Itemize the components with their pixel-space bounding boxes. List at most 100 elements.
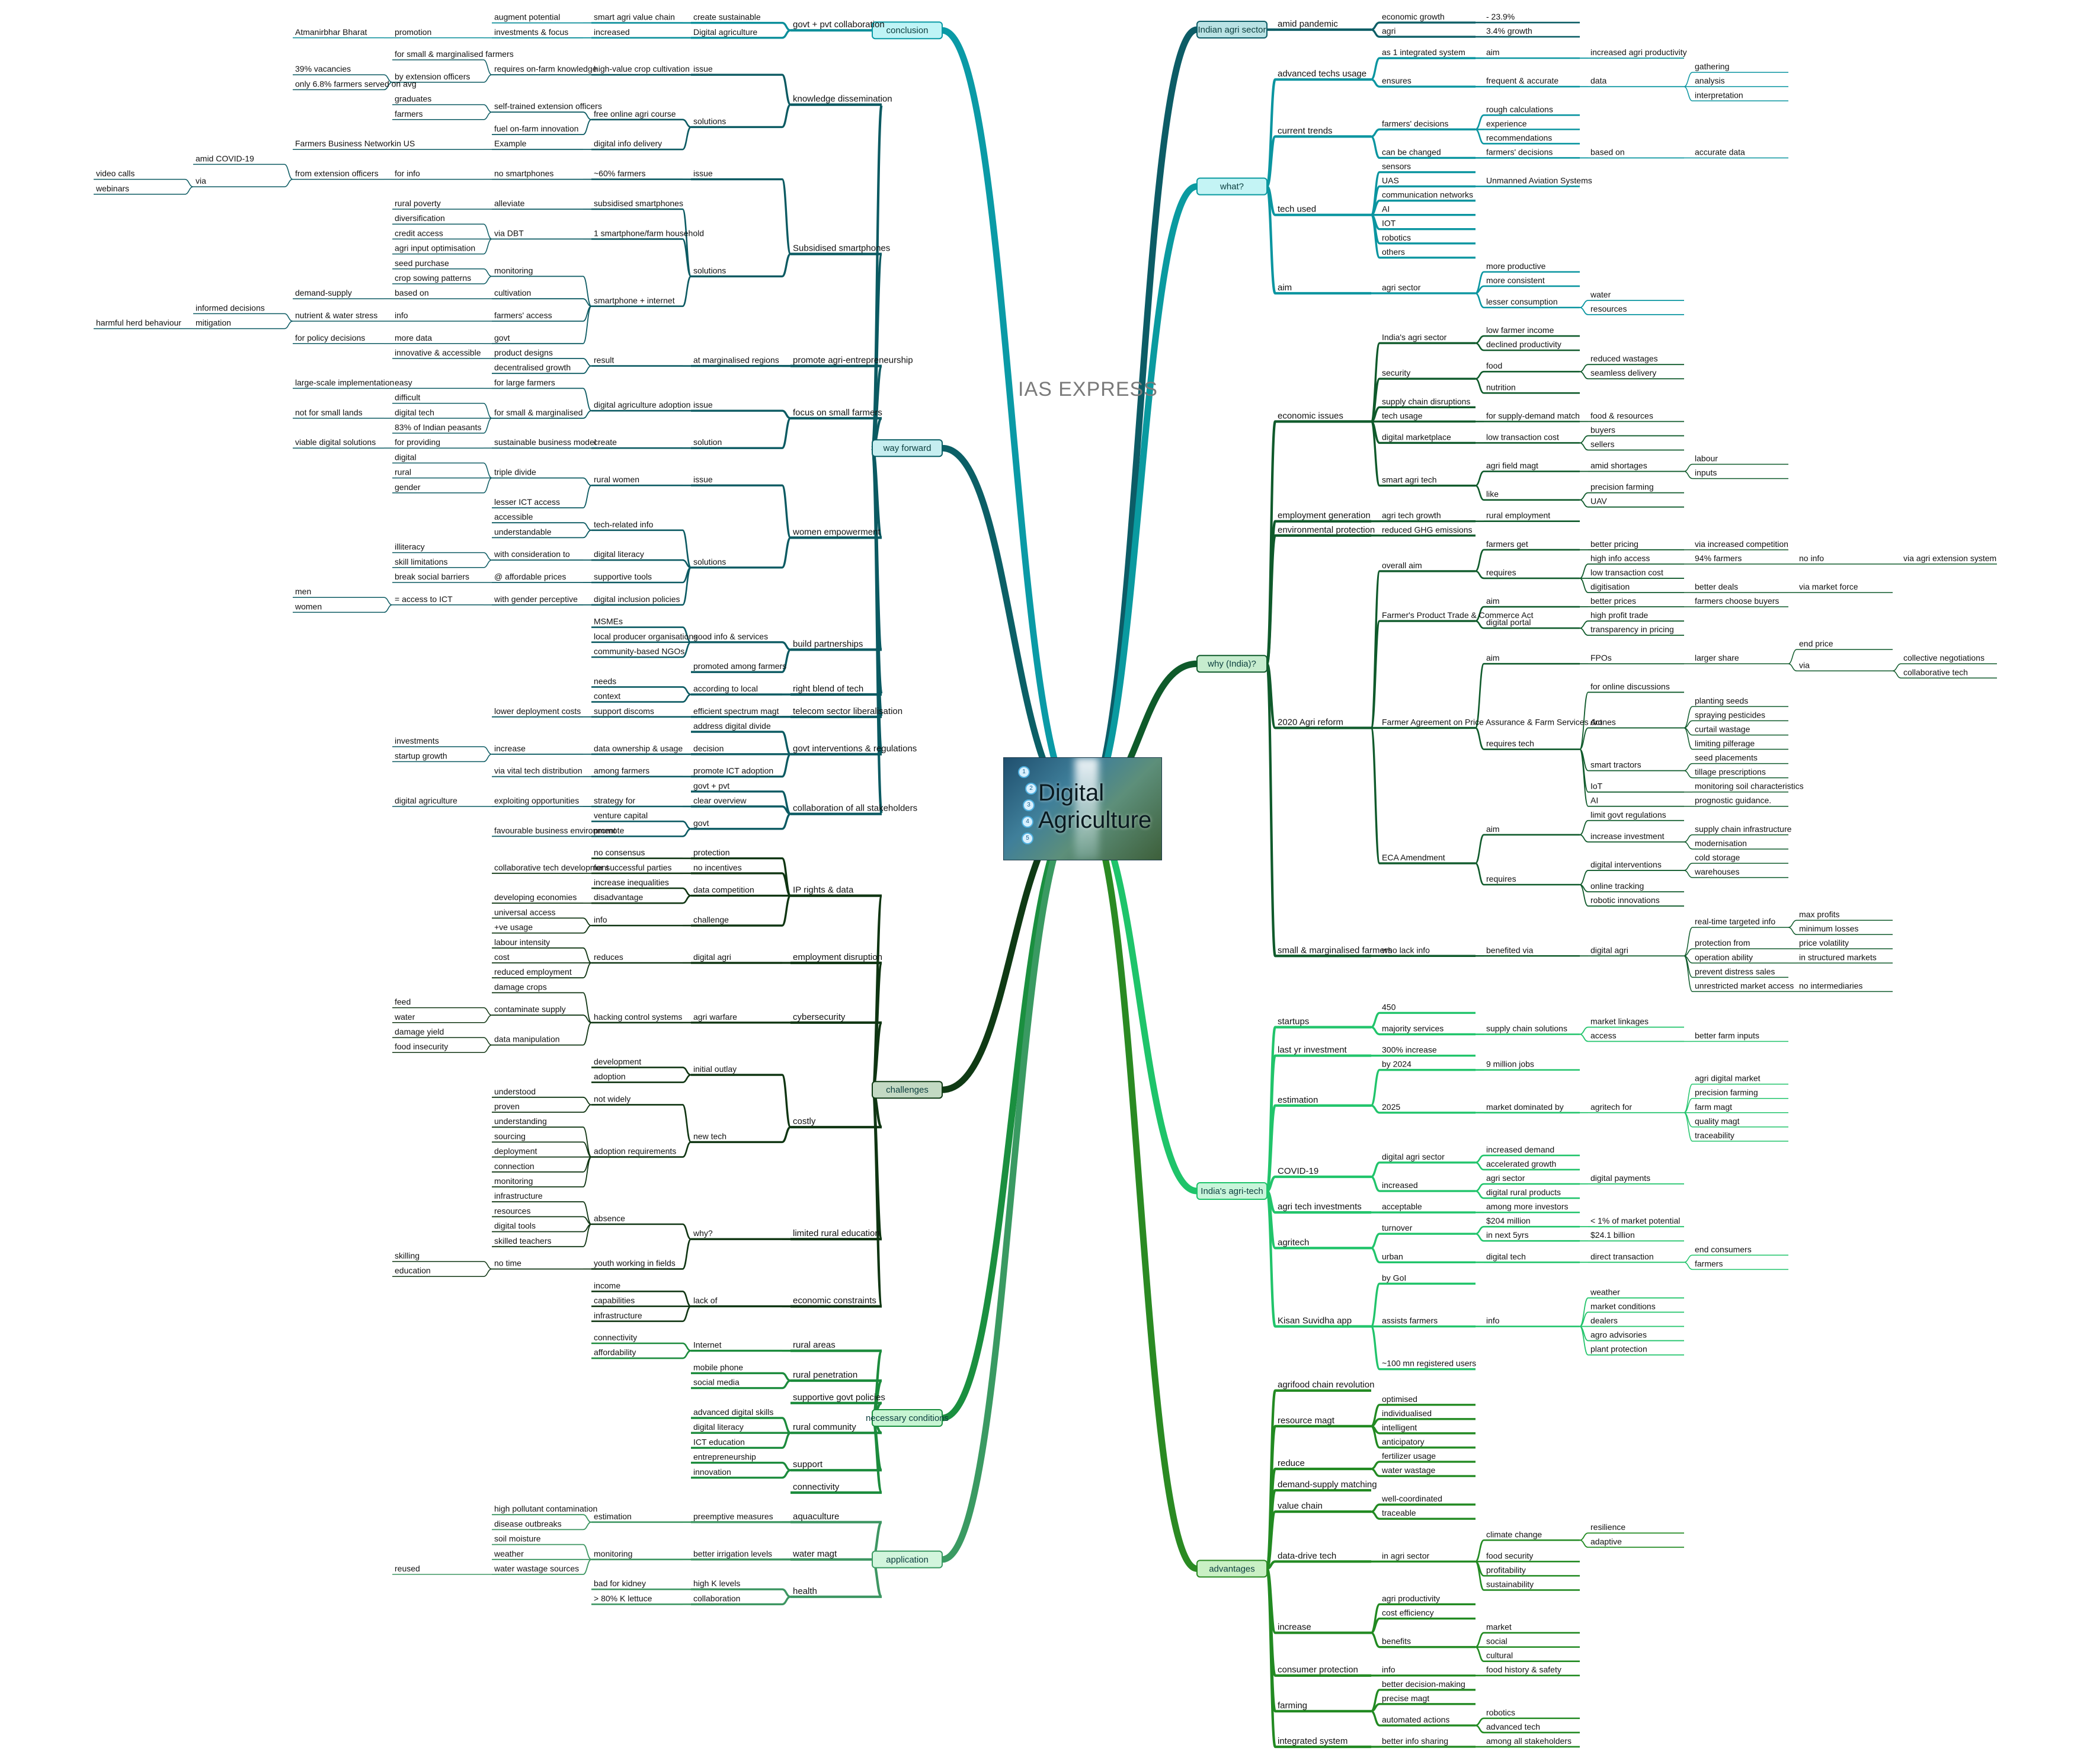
node-label[interactable]: among farmers [594,766,649,776]
branch-topic-box[interactable] [872,1081,943,1099]
node-label[interactable]: understandable [494,527,552,536]
node-label[interactable]: govt [693,818,709,828]
node-label[interactable]: agri sector [1486,1173,1525,1183]
node-label[interactable]: soil moisture [494,1534,541,1544]
node-label[interactable]: demand-supply [295,288,352,297]
node-label[interactable]: increased agri productivity [1590,47,1687,57]
node-label[interactable]: adoption [594,1072,626,1081]
node-label[interactable]: water magt [792,1549,837,1559]
node-label[interactable]: data-drive tech [1278,1551,1336,1561]
node-label[interactable]: resources [1590,304,1627,313]
node-label[interactable]: precision farming [1695,1088,1758,1097]
node-label[interactable]: investments & focus [494,27,568,37]
node-label[interactable]: capabilities [594,1296,635,1305]
node-label[interactable]: nutrition [1486,382,1516,392]
node-label[interactable]: data [1590,76,1606,85]
node-label[interactable]: max profits [1799,910,1839,919]
node-label[interactable]: smart agri value chain [594,12,675,22]
node-label[interactable]: last yr investment [1278,1045,1348,1055]
node-label[interactable]: health [793,1586,817,1596]
node-label[interactable]: increase inequalities [594,878,669,887]
node-label[interactable]: cybersecurity [793,1012,846,1022]
node-label[interactable]: skilled teachers [494,1236,552,1246]
node-label[interactable]: resources [494,1206,530,1215]
node-label[interactable]: farmers [1695,1259,1723,1268]
node-label[interactable]: no consensus [594,848,645,857]
node-label[interactable]: data manipulation [494,1035,560,1044]
node-label[interactable]: high info access [1590,553,1650,563]
node-label[interactable]: smart agri tech [1382,475,1437,485]
node-label[interactable]: webinars [95,184,129,193]
node-label[interactable]: better info sharing [1382,1736,1448,1746]
node-label[interactable]: farmers get [1486,539,1528,549]
node-label[interactable]: estimation [594,1512,632,1521]
node-label[interactable]: developing economies [494,892,577,902]
node-label[interactable]: nutrient & water stress [295,310,377,320]
node-label[interactable]: robotics [1486,1708,1515,1717]
node-label[interactable]: hacking control systems [594,1012,682,1022]
node-label[interactable]: investments [395,736,439,745]
node-label[interactable]: innovative & accessible [395,348,481,357]
node-label[interactable]: smartphone + internet [594,296,675,305]
node-label[interactable]: by extension officers [395,72,470,81]
node-label[interactable]: reduces [594,952,623,962]
node-label[interactable]: food & resources [1590,411,1653,420]
node-label[interactable]: damage crops [494,982,547,991]
node-label[interactable]: agritech for [1590,1102,1632,1112]
node-label[interactable]: better farm inputs [1695,1031,1759,1041]
node-label[interactable]: water wastage [1381,1465,1435,1475]
node-label[interactable]: aim [1486,596,1500,606]
node-label[interactable]: tech-related info [594,520,654,529]
node-label[interactable]: free online agri course [594,109,676,119]
node-label[interactable]: women [295,601,322,611]
node-label[interactable]: info [1486,1316,1500,1326]
node-label[interactable]: by 2024 [1382,1059,1412,1069]
node-label[interactable]: for policy decisions [295,333,365,342]
node-label[interactable]: Subsidised smartphones [793,244,890,254]
node-label[interactable]: increase [494,744,526,753]
node-label[interactable]: digital agriculture [395,796,457,805]
node-label[interactable]: end consumers [1695,1244,1752,1254]
node-label[interactable]: collective negotiations [1903,653,1985,662]
node-label[interactable]: advanced digital skills [693,1407,773,1417]
node-label[interactable]: in next 5yrs [1486,1230,1529,1240]
node-label[interactable]: fuel on-farm innovation [494,124,578,133]
node-label[interactable]: via increased competition [1695,539,1788,549]
node-label[interactable]: accelerated growth [1486,1159,1556,1168]
node-label[interactable]: 83% of Indian peasants [395,422,481,432]
node-label[interactable]: optimised [1382,1394,1417,1404]
node-label[interactable]: promote agri-entrepreneurship [793,356,913,366]
node-label[interactable]: employment generation [1278,511,1371,521]
node-label[interactable]: social [1486,1637,1508,1646]
node-label[interactable]: reused [395,1564,420,1573]
node-label[interactable]: context [594,691,620,701]
node-label[interactable]: farmers' decisions [1382,119,1448,128]
node-label[interactable]: Farmer's Product Trade & Commerce Act [1382,610,1534,620]
node-label[interactable]: digital tech [1486,1251,1526,1261]
branch-topic-label[interactable]: India's agri-tech [1201,1186,1263,1196]
node-label[interactable]: monitoring soil characteristics [1695,782,1804,791]
node-label[interactable]: no time [494,1259,521,1268]
node-label[interactable]: increase investment [1590,831,1665,841]
node-label[interactable]: disease outbreaks [494,1519,562,1528]
node-label[interactable]: cultural [1486,1651,1513,1660]
branch-topic-box[interactable] [872,1409,943,1427]
node-label[interactable]: Internet [693,1340,722,1350]
branch-topic-label[interactable]: advantages [1209,1564,1255,1574]
node-label[interactable]: for small & marginalised [494,408,582,417]
node-label[interactable]: aim [1486,824,1500,834]
node-label[interactable]: high pollutant contamination [494,1504,597,1513]
node-label[interactable]: others [1382,247,1405,257]
node-label[interactable]: tech used [1278,204,1316,215]
central-topic[interactable]: 1 2 3 4 5 Digital Agriculture [1003,757,1162,860]
node-label[interactable]: digital tools [494,1221,536,1231]
node-label[interactable]: farmers choose buyers [1695,596,1779,606]
node-label[interactable]: digital interventions [1590,860,1662,869]
node-label[interactable]: 2025 [1382,1102,1400,1112]
node-label[interactable]: connection [494,1161,534,1171]
node-label[interactable]: more consistent [1486,276,1545,285]
node-label[interactable]: high-value crop cultivation [594,64,690,73]
node-label[interactable]: +ve usage [494,923,533,932]
node-label[interactable]: protection from [1695,938,1750,947]
node-label[interactable]: requires [1486,874,1516,883]
